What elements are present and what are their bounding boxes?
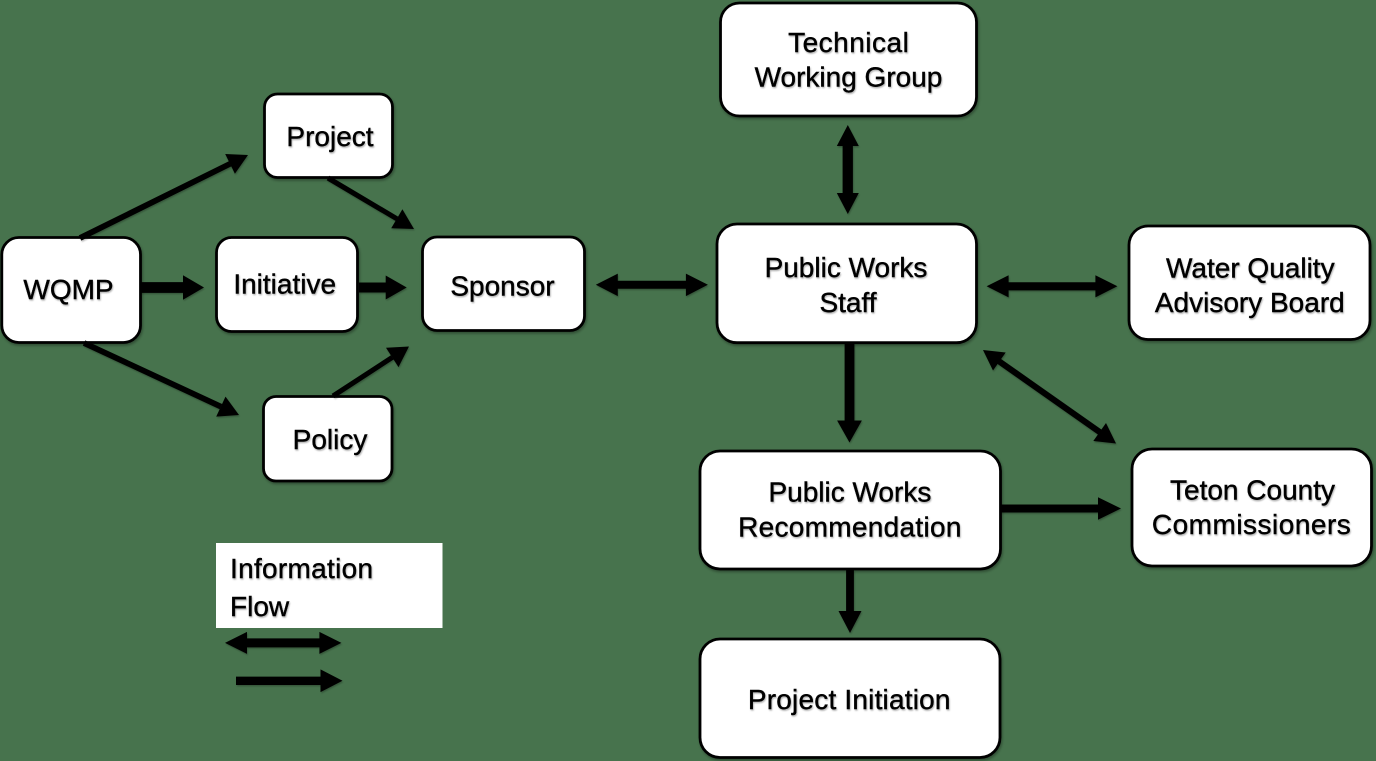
svg-text:Water Quality: Water Quality [1166,253,1335,284]
svg-text:Project: Project [286,121,373,152]
svg-text:Teton County: Teton County [1170,475,1335,506]
svg-text:Policy: Policy [293,424,368,455]
svg-text:Working Group: Working Group [755,62,943,93]
svg-text:Flow: Flow [230,591,290,622]
svg-text:Advisory Board: Advisory Board [1155,287,1345,318]
svg-text:Public Works: Public Works [765,252,928,283]
svg-text:Initiative: Initiative [233,269,336,300]
svg-text:Recommendation: Recommendation [738,512,962,543]
svg-text:Public Works: Public Works [768,477,931,508]
svg-text:Commissioners: Commissioners [1152,509,1351,540]
svg-text:Project Initiation: Project Initiation [748,684,951,715]
svg-text:Staff: Staff [819,287,876,318]
svg-text:WQMP: WQMP [23,274,113,305]
svg-text:Technical: Technical [788,27,909,58]
svg-text:Information: Information [230,553,373,584]
svg-text:Sponsor: Sponsor [450,271,554,302]
